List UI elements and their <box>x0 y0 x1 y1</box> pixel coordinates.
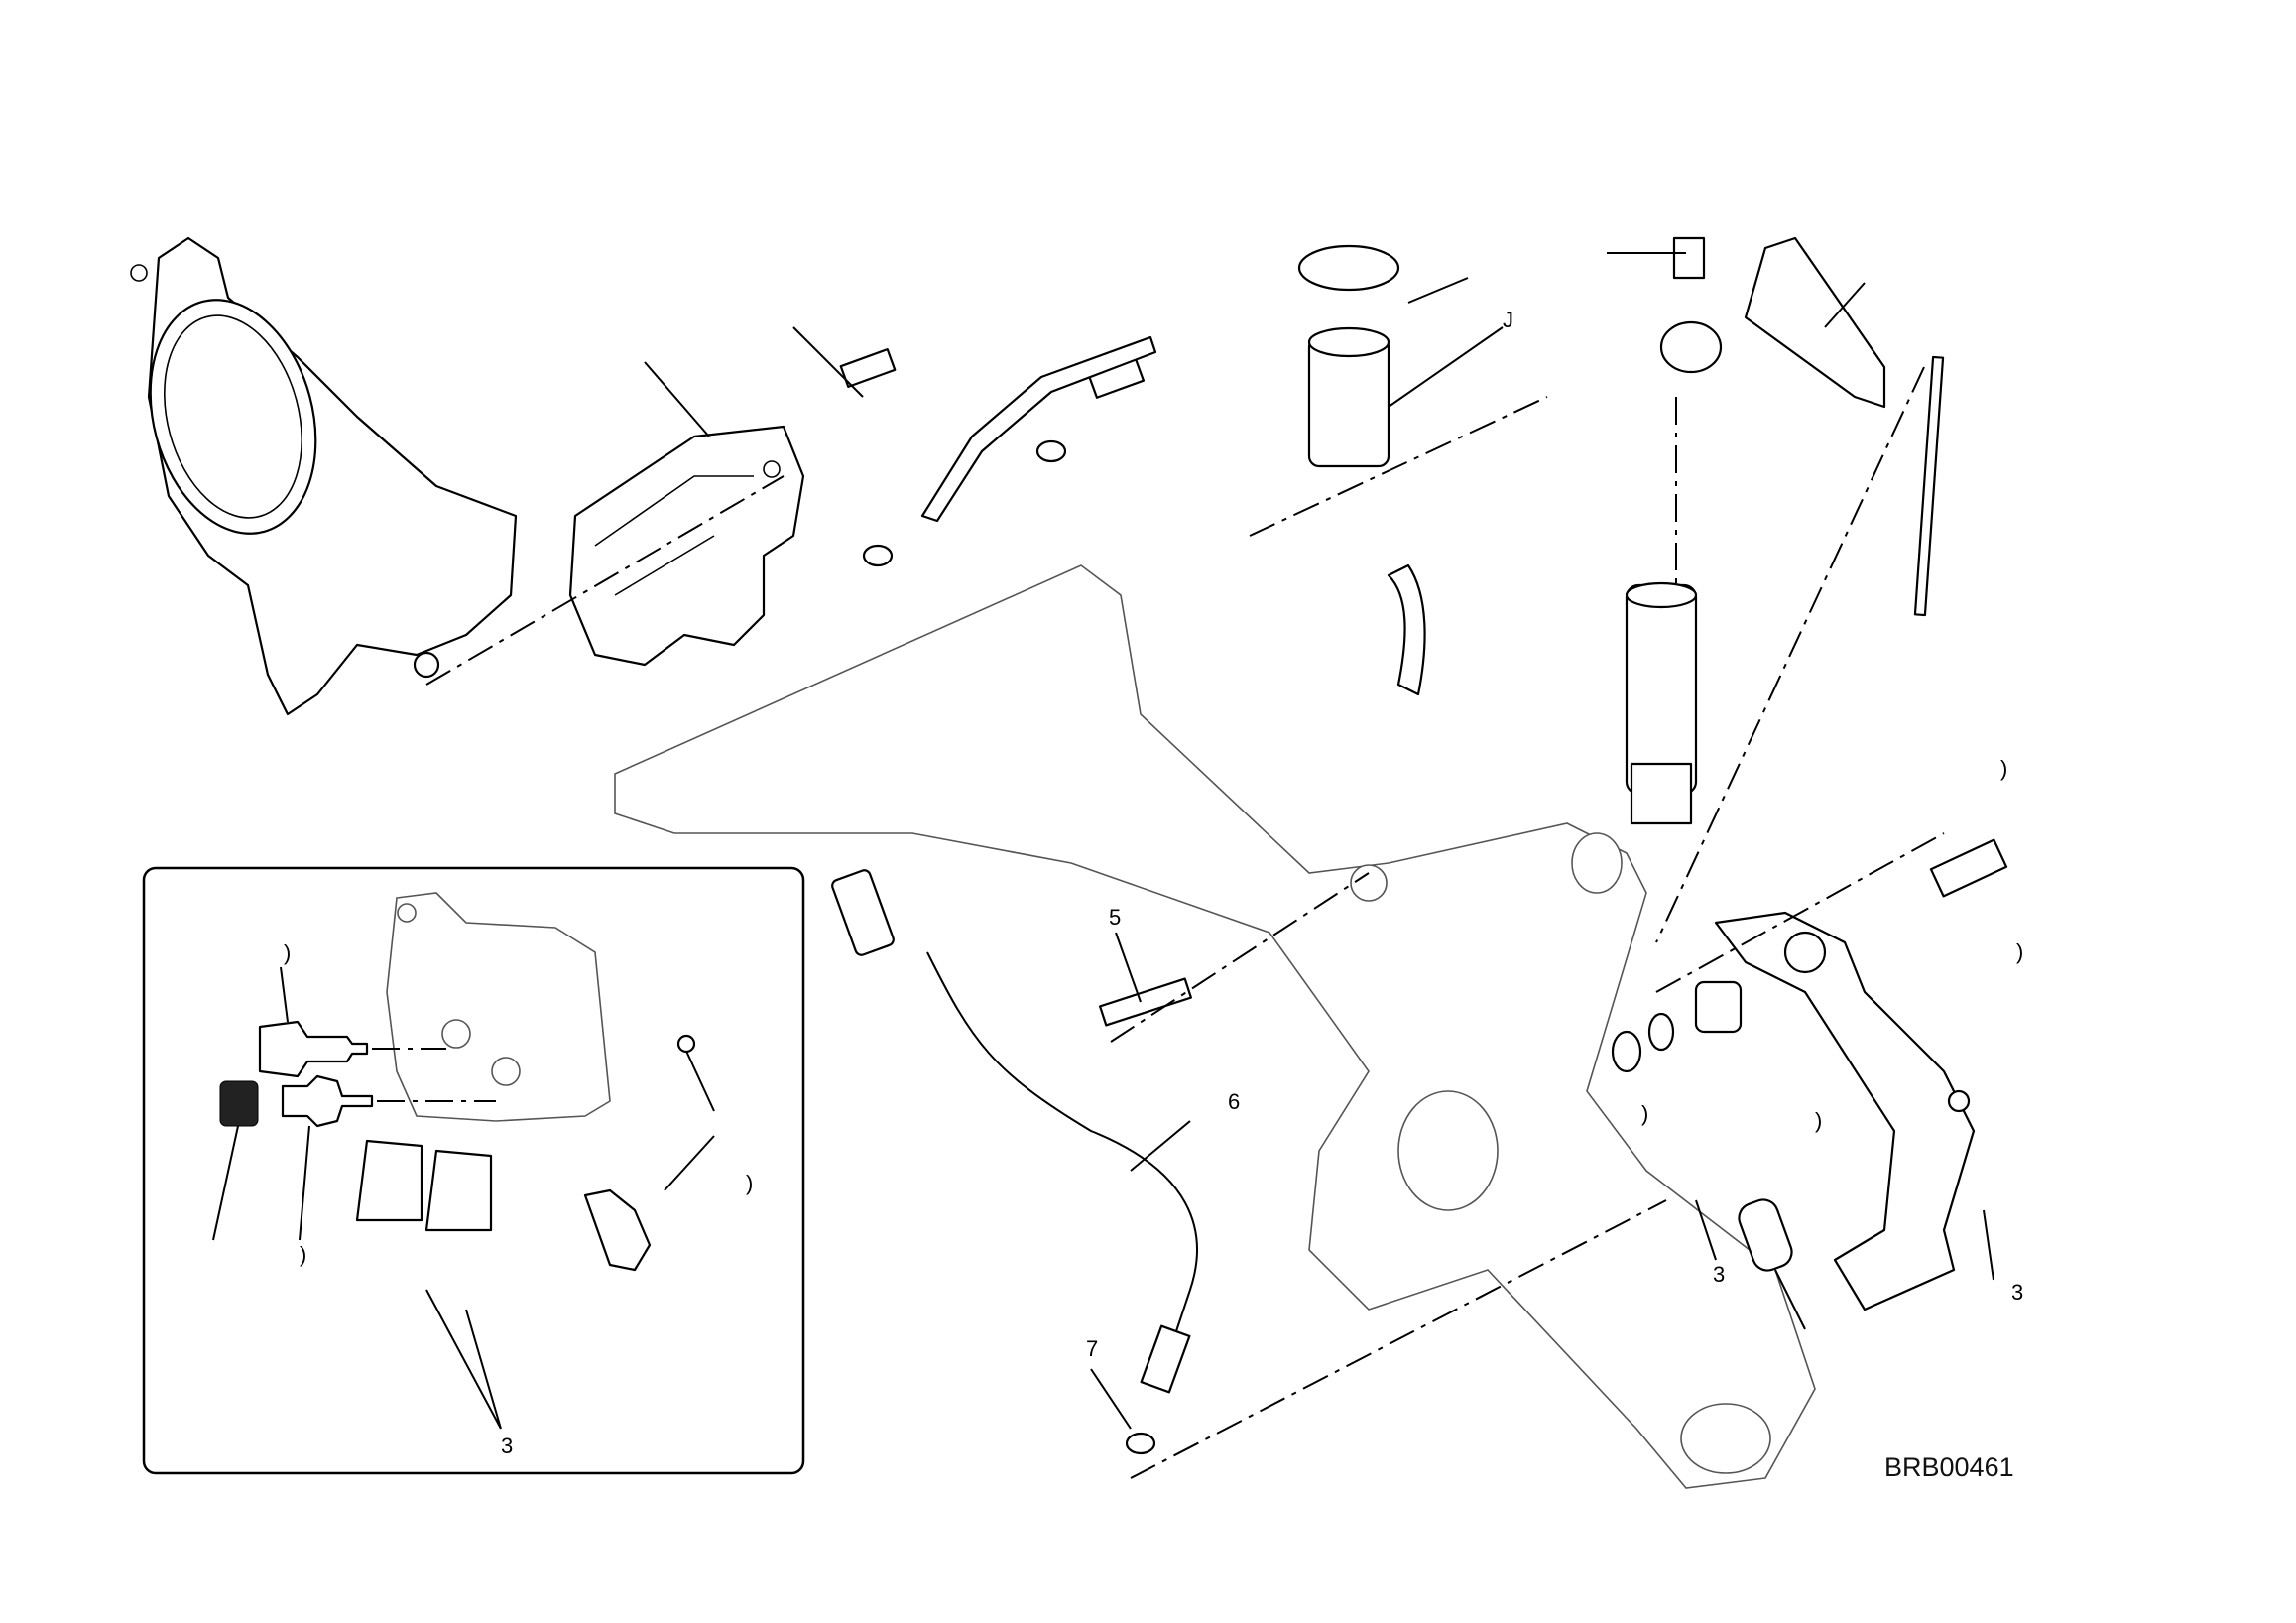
pivot-bushing <box>1694 980 1743 1034</box>
pivot-bolt <box>1929 838 2008 898</box>
brake-hose <box>920 335 1157 523</box>
bleed-cap <box>219 1080 259 1127</box>
assembly-line <box>1130 1199 1667 1479</box>
pedal-bracket <box>1744 236 1886 409</box>
footpeg-bracket-frame <box>614 564 1816 1489</box>
washer <box>1647 1012 1675 1052</box>
callout-label: 7 <box>1086 1336 1098 1361</box>
washer <box>1611 1030 1642 1073</box>
pushrod <box>1913 355 1945 617</box>
callout-label: ) <box>1815 1108 1822 1133</box>
return-spring <box>1738 1198 1793 1272</box>
assembly-line <box>1249 396 1548 537</box>
pad-spring <box>583 1188 652 1272</box>
callout-label: 5 <box>1109 905 1121 930</box>
brake-light-switch-sensor <box>831 869 1198 1455</box>
banjo-washer <box>862 544 894 567</box>
banjo-washer <box>1035 439 1067 463</box>
diagram-code: BRB00461 <box>1884 1452 2014 1482</box>
callout-label: ) <box>2016 939 2023 964</box>
callout-label: ) <box>284 940 291 965</box>
callout-label: J <box>1503 308 1513 332</box>
caliper-bracket <box>130 236 518 716</box>
callout-label: 6 <box>1228 1089 1240 1114</box>
bleed-valve <box>281 1074 374 1128</box>
assembly-line <box>1655 366 1925 943</box>
pad-pin <box>258 1020 369 1078</box>
brake-pad <box>355 1139 423 1222</box>
rear-master-cylinder <box>1625 236 1723 825</box>
caliper-detail-inset <box>142 866 805 1475</box>
brake-pad <box>424 1149 493 1232</box>
pivot-bolt <box>1099 977 1192 1027</box>
assembly-line <box>1110 872 1370 1043</box>
brake-pedal <box>1714 911 1976 1311</box>
callout-label: ) <box>1641 1101 1648 1126</box>
callout-label: 3 <box>501 1434 513 1458</box>
assembly-line <box>425 475 785 686</box>
callout-label: ) <box>746 1171 753 1195</box>
rear-brake-caliper <box>568 425 805 667</box>
callout-label: ) <box>2000 756 2007 781</box>
callout-label: ) <box>300 1242 306 1267</box>
callout-leaders <box>644 252 1994 1430</box>
callout-label: 3 <box>1713 1262 1725 1287</box>
brake-fluid-reservoir <box>1297 244 1426 696</box>
assembly-line <box>1655 832 1945 993</box>
callout-label: 3 <box>2011 1280 2023 1305</box>
